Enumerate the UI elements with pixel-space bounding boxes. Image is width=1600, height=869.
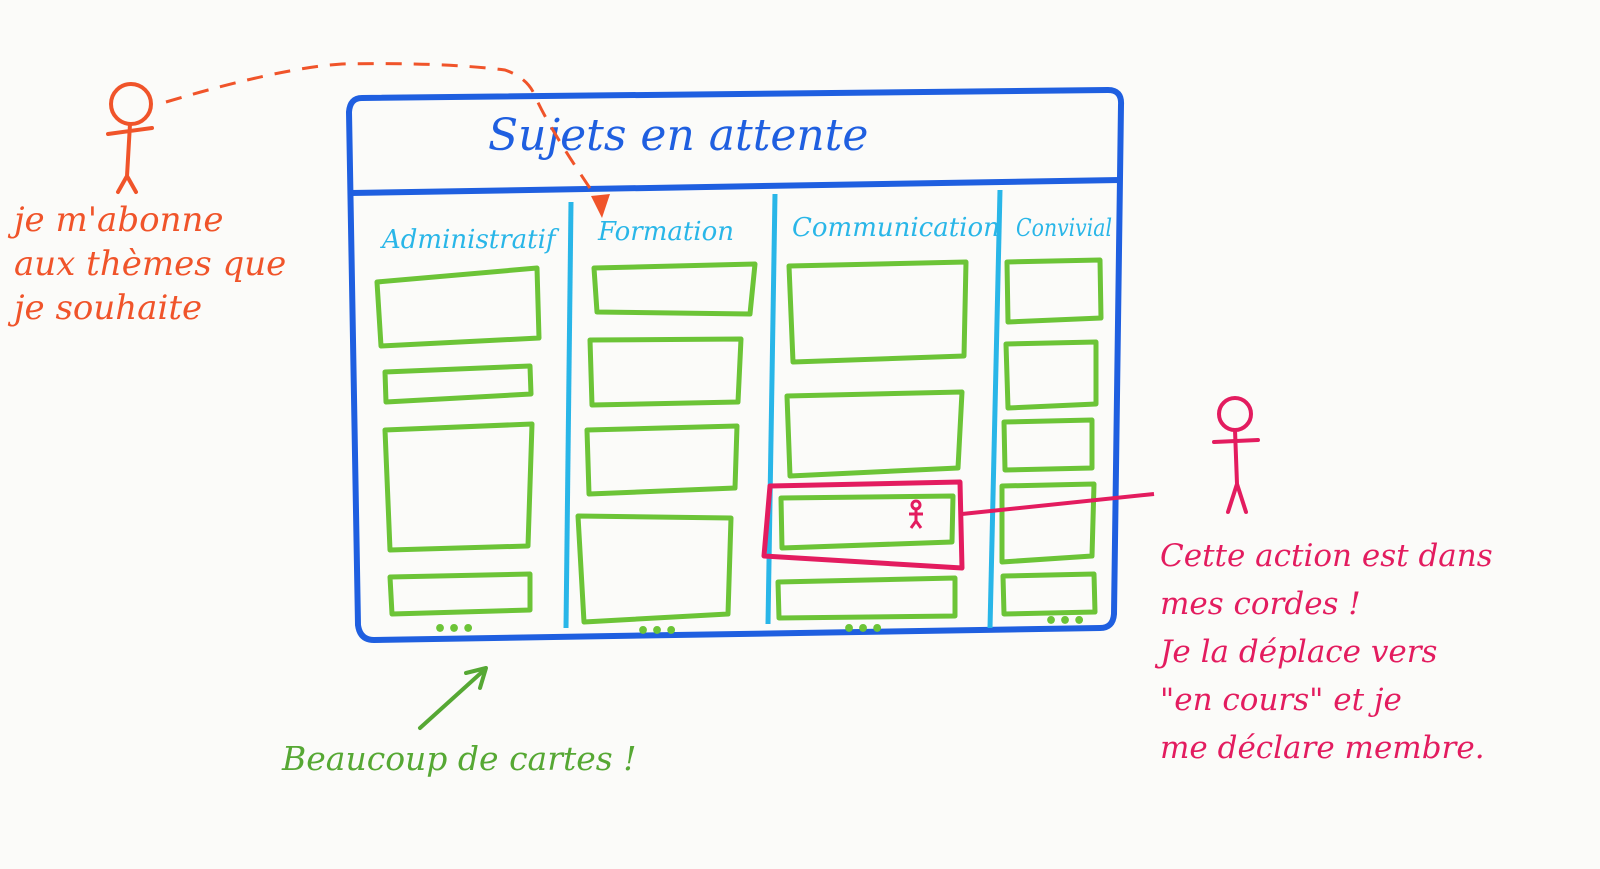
card[interactable] — [1004, 420, 1092, 470]
more-cards-marker[interactable]: ••• — [433, 617, 475, 642]
card[interactable] — [778, 578, 955, 618]
card[interactable] — [1003, 574, 1095, 614]
subscribe-note-line: aux thèmes que — [14, 242, 286, 286]
stick-figure-subscriber — [108, 84, 152, 192]
subscribe-note-line: je souhaite — [14, 286, 286, 330]
column-header-administratif: Administratif — [380, 225, 560, 255]
action-note-line: me déclare membre. — [1160, 724, 1493, 772]
column-header-convivial: Convivial — [1016, 214, 1112, 242]
stick-figure-head — [111, 84, 151, 124]
column-header-formation: Formation — [597, 217, 734, 247]
card[interactable] — [587, 426, 737, 494]
board-title: Sujets en attente — [488, 110, 868, 161]
action-note-line: "en cours" et je — [1160, 676, 1493, 724]
card[interactable] — [377, 268, 539, 346]
action-note-line: mes cordes ! — [1160, 580, 1493, 628]
many-cards-note: Beaucoup de cartes ! — [282, 738, 636, 781]
board-header-divider — [351, 180, 1120, 193]
column-separator — [566, 202, 571, 628]
card[interactable] — [385, 424, 532, 550]
stick-figure-body — [108, 124, 152, 192]
card[interactable] — [594, 264, 755, 314]
column-separator — [768, 194, 775, 624]
arrow-head-icon — [591, 194, 610, 218]
subscribe-note: je m'abonne aux thèmes que je souhaite — [14, 198, 286, 331]
more-cards-marker[interactable]: ••• — [636, 619, 678, 644]
card[interactable] — [787, 392, 962, 476]
action-note-line: Cette action est dans — [1160, 532, 1493, 580]
more-cards-marker[interactable]: ••• — [1044, 609, 1086, 634]
column-header-communication: Communication — [792, 213, 1000, 243]
card[interactable] — [789, 262, 966, 362]
member-mark-icon — [909, 501, 923, 528]
card[interactable] — [1002, 484, 1094, 562]
many-cards-note-text: Beaucoup de cartes ! — [282, 738, 636, 781]
cards-arrow — [420, 672, 482, 728]
column-cards-convivial — [1002, 260, 1101, 614]
card[interactable] — [1007, 260, 1101, 322]
card[interactable] — [590, 339, 741, 405]
card[interactable] — [1006, 342, 1096, 408]
column-cards-administratif — [377, 268, 539, 614]
card[interactable] — [390, 574, 530, 614]
stick-figure-member — [1214, 398, 1258, 512]
stick-figure-body — [1214, 430, 1258, 512]
more-cards-marker[interactable]: ••• — [842, 617, 884, 642]
subscribe-note-line: je m'abonne — [14, 198, 286, 242]
stick-figure-head — [1219, 398, 1251, 430]
column-separator — [990, 190, 1000, 628]
action-note: Cette action est dans mes cordes ! Je la… — [1160, 532, 1493, 772]
card[interactable] — [385, 366, 531, 402]
card-highlighted[interactable] — [781, 496, 953, 548]
column-cards-formation — [578, 264, 755, 622]
action-note-line: Je la déplace vers — [1160, 628, 1493, 676]
card[interactable] — [578, 516, 731, 622]
